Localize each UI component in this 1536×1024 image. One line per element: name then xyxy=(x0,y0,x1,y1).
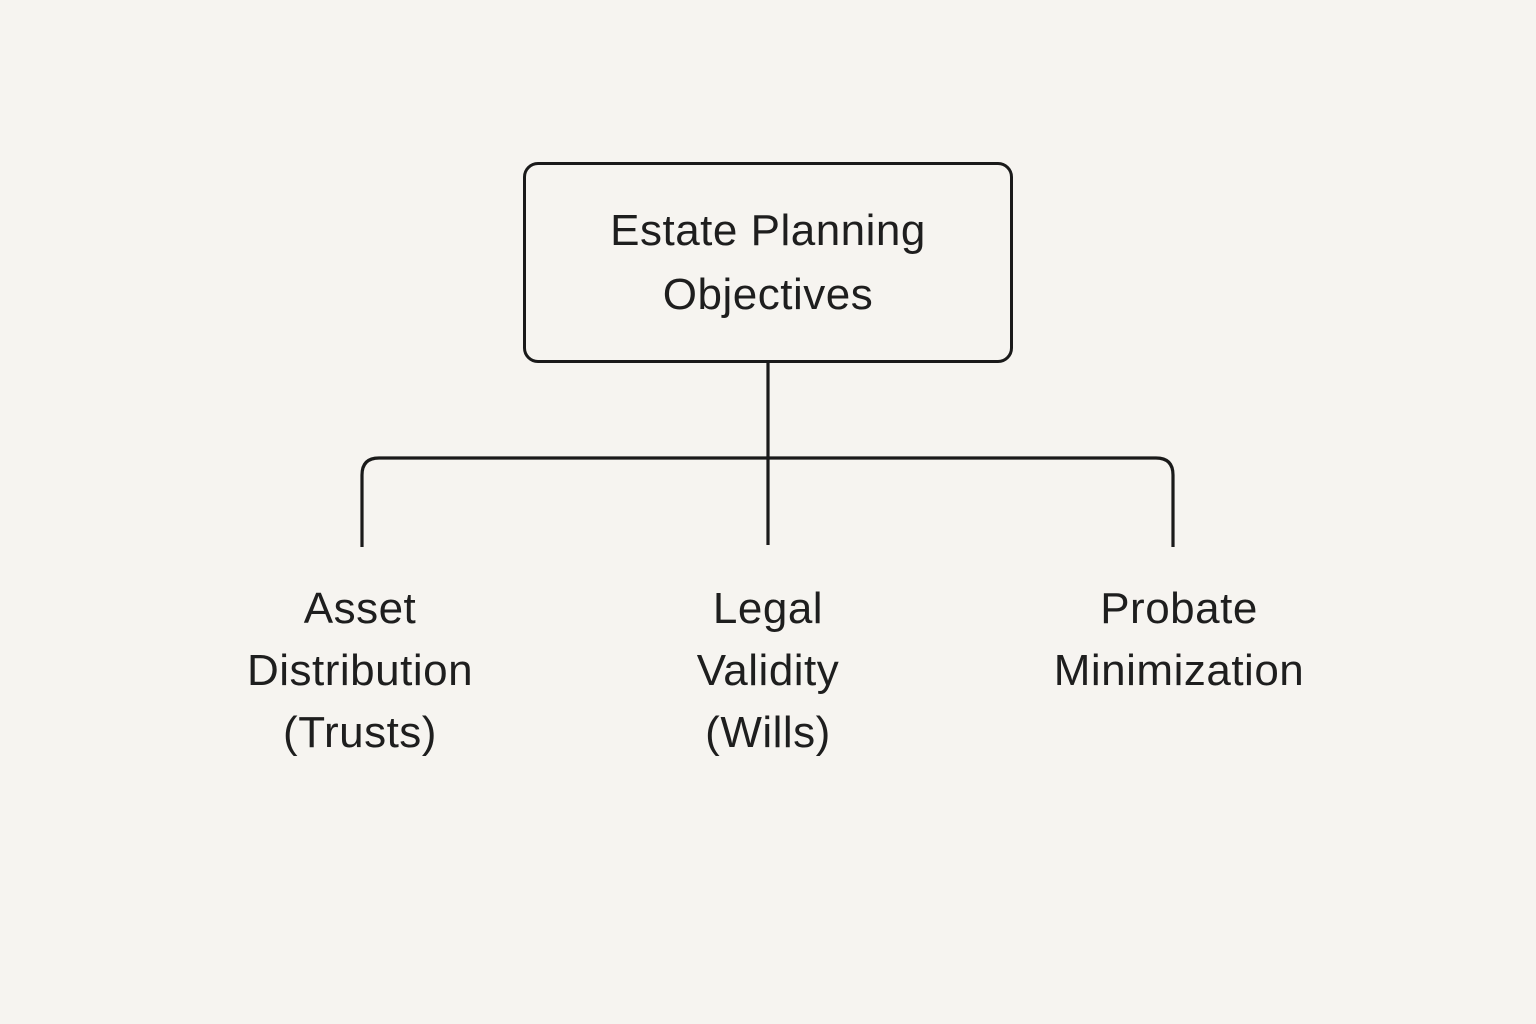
child-node-asset-distribution[interactable]: Asset Distribution (Trusts) xyxy=(246,584,474,757)
root-node-label: Estate Planning Objectives xyxy=(610,205,926,319)
connector-branch-rail xyxy=(360,456,1175,547)
child-node-legal-validity[interactable]: Legal Validity (Wills) xyxy=(696,584,840,757)
root-node-box[interactable]: Estate Planning Objectives xyxy=(523,162,1013,363)
child-node-probate-minimization[interactable]: Probate Minimization xyxy=(1053,584,1305,695)
